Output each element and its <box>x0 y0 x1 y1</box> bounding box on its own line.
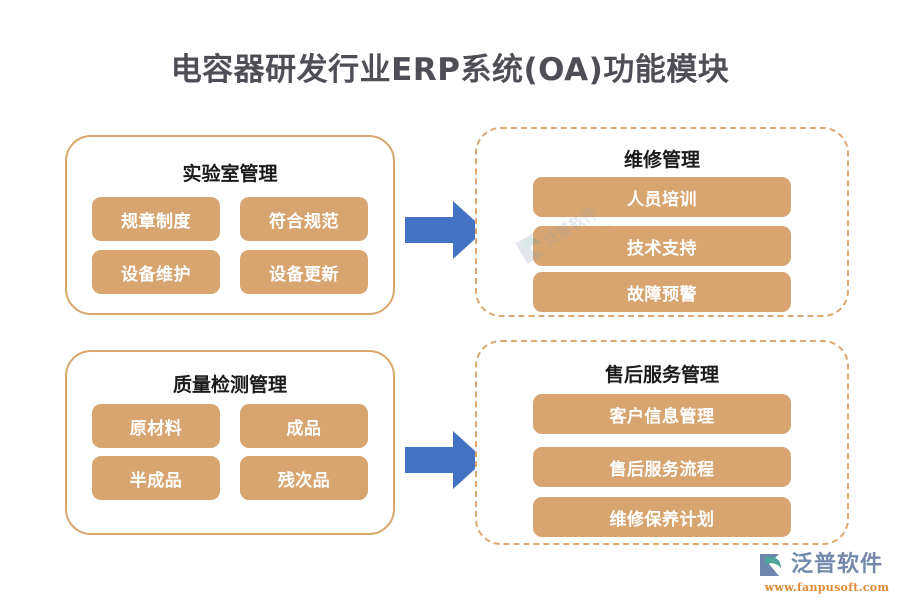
brand-name: 泛普软件 <box>791 552 884 577</box>
module-title-quality-inspection-management: 质量检测管理 <box>172 374 287 396</box>
chip-lab-item-0[interactable]: 规章制度 <box>92 197 220 241</box>
chip-repair-item-0[interactable]: 人员培训 <box>533 177 791 217</box>
flow-arrow-lab-to-repair <box>405 197 487 263</box>
chip-quality-item-1[interactable]: 成品 <box>240 404 368 448</box>
chip-lab-item-1[interactable]: 符合规范 <box>240 197 368 241</box>
flow-arrow-quality-to-aftersales <box>405 427 487 493</box>
module-box-repair-management[interactable]: 维修管理 人员培训 技术支持 故障预警 <box>475 127 849 317</box>
module-title-lab-management: 实验室管理 <box>182 163 278 185</box>
chip-repair-item-2[interactable]: 故障预警 <box>533 272 791 312</box>
chip-quality-item-3[interactable]: 残次品 <box>240 456 368 500</box>
brand-logo[interactable]: 泛普软件 www.fanpusoft.com <box>757 551 897 597</box>
chip-quality-item-2[interactable]: 半成品 <box>92 456 220 500</box>
chip-lab-item-3[interactable]: 设备更新 <box>240 250 368 294</box>
chip-aftersales-item-0[interactable]: 客户信息管理 <box>533 394 791 434</box>
page-title: 电容器研发行业ERP系统(OA)功能模块 <box>170 52 730 88</box>
right-arrow-icon <box>405 201 485 259</box>
module-box-quality-inspection-management[interactable]: 质量检测管理 原材料 成品 半成品 残次品 <box>65 350 395 535</box>
brand-url: www.fanpusoft.com <box>764 581 890 594</box>
module-title-repair-management: 维修管理 <box>623 149 700 171</box>
chip-repair-item-1[interactable]: 技术支持 <box>533 226 791 266</box>
module-title-after-sales-service-management: 售后服务管理 <box>604 364 719 386</box>
chip-quality-item-0[interactable]: 原材料 <box>92 404 220 448</box>
chip-aftersales-item-1[interactable]: 售后服务流程 <box>533 447 791 487</box>
right-arrow-icon <box>405 431 485 489</box>
module-box-lab-management[interactable]: 实验室管理 规章制度 符合规范 设备维护 设备更新 <box>65 135 395 315</box>
chip-lab-item-2[interactable]: 设备维护 <box>92 250 220 294</box>
chip-aftersales-item-2[interactable]: 维修保养计划 <box>533 497 791 537</box>
fanpu-logo-icon <box>760 554 781 576</box>
module-box-after-sales-service-management[interactable]: 售后服务管理 客户信息管理 售后服务流程 维修保养计划 <box>475 340 849 545</box>
